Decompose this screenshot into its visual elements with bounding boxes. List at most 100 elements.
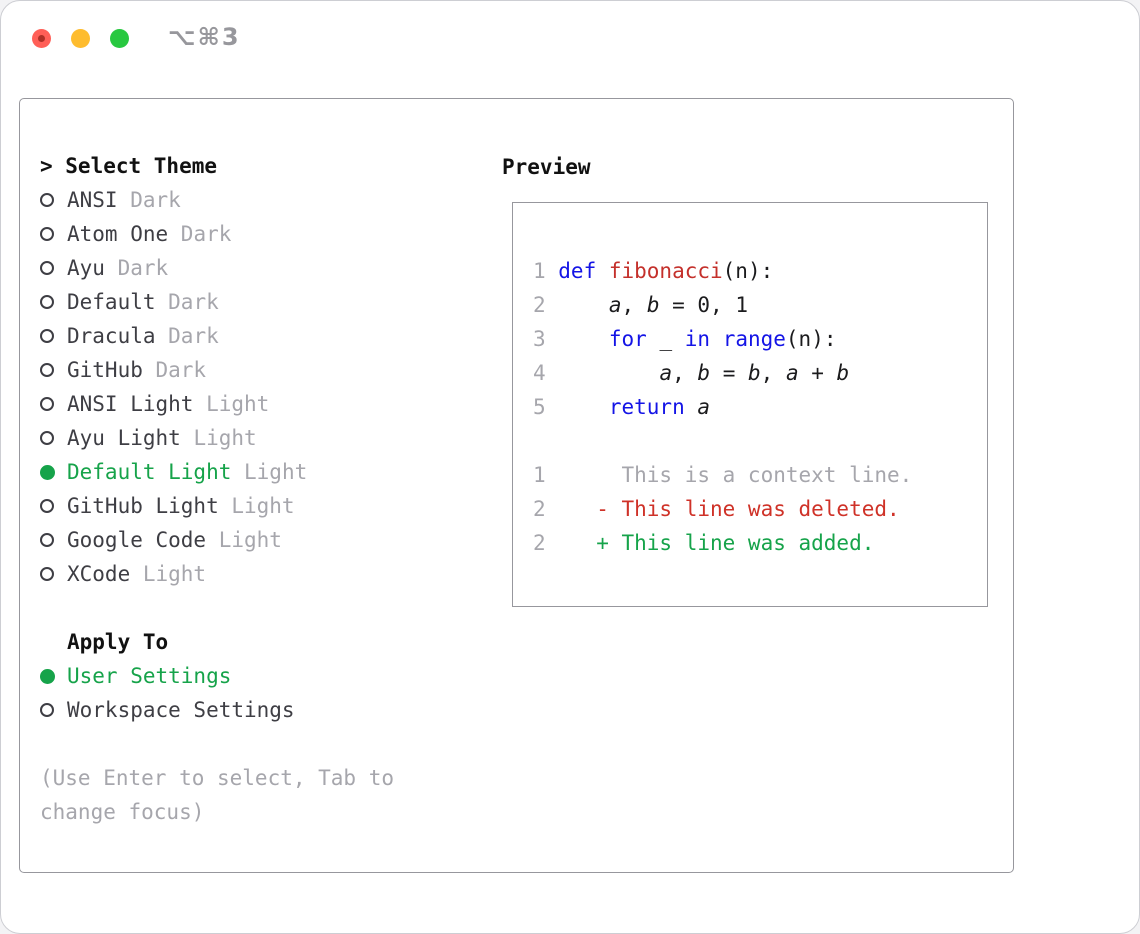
theme-option[interactable]: Ayu Light Light (40, 421, 460, 455)
code-token (710, 327, 723, 351)
theme-option[interactable]: Atom One Dark (40, 217, 460, 251)
theme-variant: Dark (104, 256, 169, 280)
code-token: (n): (722, 259, 774, 283)
select-theme-title: > Select Theme (40, 154, 218, 178)
radio-icon (40, 329, 54, 343)
theme-variant: Dark (142, 358, 207, 382)
code-token: (n): (785, 327, 837, 351)
line-number: 2 (533, 293, 546, 317)
radio-selected-icon (40, 668, 55, 684)
code-line: 5 return a (533, 390, 987, 424)
minimize-button[interactable] (71, 29, 90, 48)
apply-to-title: Apply To (67, 630, 169, 654)
code-token: in (684, 327, 711, 351)
theme-name: GitHub (67, 358, 143, 382)
theme-option[interactable]: XCode Light (40, 557, 460, 591)
theme-option[interactable]: Google Code Light (40, 523, 460, 557)
apply-option[interactable]: Workspace Settings (40, 693, 460, 727)
theme-name: Default Light (67, 460, 232, 484)
theme-option[interactable]: ANSI Light Light (40, 387, 460, 421)
apply-option-label: User Settings (67, 664, 232, 688)
code-token: fibonacci (608, 259, 723, 283)
theme-name: Atom One (67, 222, 169, 246)
code-token: a (785, 361, 799, 385)
spacer (40, 727, 460, 761)
code-token: , (760, 361, 786, 385)
radio-icon (40, 193, 54, 207)
radio-icon (40, 567, 54, 581)
theme-option[interactable]: GitHub Dark (40, 353, 460, 387)
radio-icon (40, 397, 54, 411)
apply-option[interactable]: User Settings (40, 659, 460, 693)
theme-variant: Light (130, 562, 207, 586)
radio-icon (40, 431, 54, 445)
line-number: 4 (533, 361, 546, 385)
diff-line: 2 - This line was deleted. (533, 492, 987, 526)
code-token: a (659, 361, 673, 385)
line-number: 2 (533, 531, 546, 555)
line-number: 1 (533, 259, 546, 283)
window-controls (32, 29, 129, 48)
zoom-button[interactable] (110, 29, 129, 48)
code-token: range (722, 327, 786, 351)
theme-name: Google Code (67, 528, 207, 552)
keyboard-hint: (Use Enter to select, Tab to change focu… (40, 766, 395, 824)
theme-variant: Light (218, 494, 295, 518)
preview-title: Preview (502, 155, 591, 179)
code-token: = (710, 361, 748, 385)
theme-name: Ayu Light (67, 426, 181, 450)
code-token (558, 395, 609, 419)
theme-option[interactable]: Default Light Light (40, 455, 460, 489)
code-token (558, 293, 609, 317)
code-token: return (608, 395, 685, 419)
code-token: _ (646, 327, 685, 351)
radio-icon (40, 261, 54, 275)
line-number: 1 (533, 463, 546, 487)
theme-option[interactable]: GitHub Light Light (40, 489, 460, 523)
theme-variant: Dark (155, 290, 219, 314)
theme-option[interactable]: Default Dark (40, 285, 460, 319)
code-token: b (697, 361, 711, 385)
close-button[interactable] (32, 29, 51, 48)
blank-line (533, 424, 987, 458)
radio-icon (40, 227, 54, 241)
radio-icon (40, 533, 54, 547)
theme-name: ANSI Light (67, 392, 194, 416)
code-token: b (836, 361, 850, 385)
radio-selected-icon (40, 464, 55, 480)
code-line: 4 a, b = b, a + b (533, 356, 987, 390)
spacer (40, 591, 460, 625)
theme-name: XCode (67, 562, 131, 586)
code-token (558, 327, 609, 351)
radio-icon (40, 363, 54, 377)
apply-option-label: Workspace Settings (67, 698, 295, 722)
theme-name: ANSI (67, 188, 118, 212)
theme-option[interactable]: Dracula Dark (40, 319, 460, 353)
code-token: a (608, 293, 622, 317)
theme-variant: Dark (155, 324, 219, 348)
line-number: 2 (533, 497, 546, 521)
code-token: for (608, 327, 647, 351)
theme-name: Ayu (67, 256, 105, 280)
diff-text: - This line was deleted. (558, 497, 900, 521)
code-token: a (697, 395, 711, 419)
code-token: + (798, 361, 837, 385)
diff-line: 1 This is a context line. (533, 458, 987, 492)
theme-option[interactable]: ANSI Dark (40, 183, 460, 217)
theme-name: Default (67, 290, 156, 314)
radio-icon (40, 499, 54, 513)
line-number: 5 (533, 395, 546, 419)
keyboard-shortcut-label: ⌥⌘3 (168, 23, 241, 51)
theme-option[interactable]: Ayu Dark (40, 251, 460, 285)
radio-icon (40, 295, 54, 309)
code-line: 3 for _ in range(n): (533, 322, 987, 356)
theme-variant: Light (193, 392, 270, 416)
theme-variant: Light (180, 426, 257, 450)
theme-variant: Light (231, 460, 308, 484)
